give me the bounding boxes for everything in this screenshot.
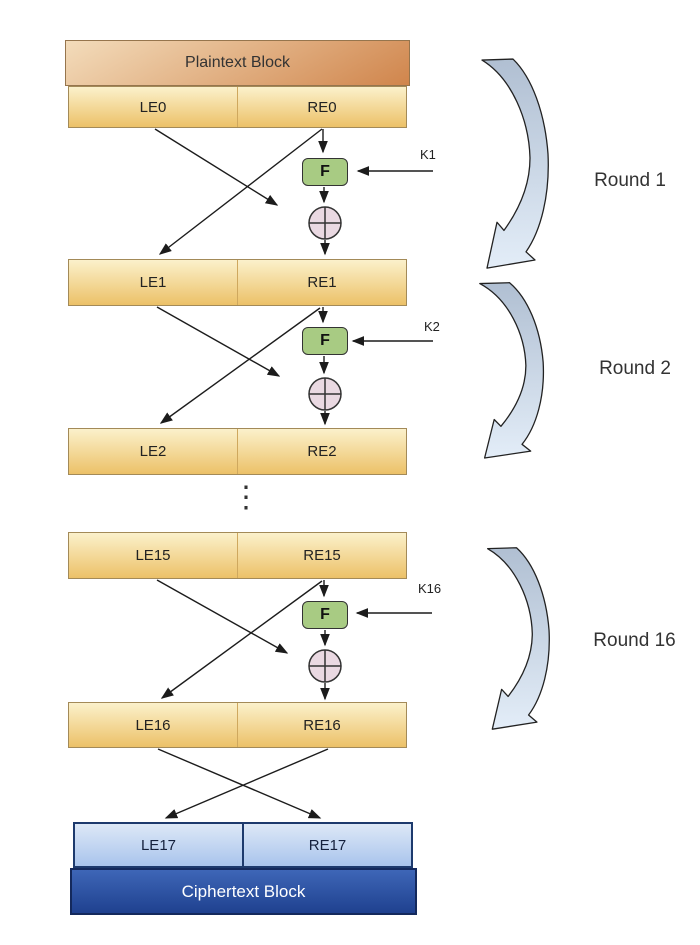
round1-xor-icon: [308, 206, 342, 240]
register-row-16: LE16 RE16: [68, 702, 407, 748]
round2-flow-arrows: [156, 306, 433, 426]
round16-key-label: K16: [418, 581, 442, 596]
plaintext-block: Plaintext Block: [65, 40, 410, 86]
round16-curved-arrow-icon: [487, 547, 550, 730]
round2-label: Round 2: [599, 358, 671, 379]
register-row-15: LE15 RE15: [68, 532, 407, 579]
register-row-1: LE1 RE1: [68, 259, 407, 306]
round16-f-function-box: F: [302, 601, 348, 629]
final-swap-arrows: [157, 748, 329, 819]
cell-le16: LE16: [69, 703, 238, 747]
cell-le15: LE15: [69, 533, 238, 578]
cell-re0: RE0: [307, 98, 337, 116]
round1-flow-arrows: [154, 128, 433, 256]
ciphertext-block: Ciphertext Block: [70, 868, 417, 915]
round16-xor-icon: [308, 649, 342, 683]
cell-le0: LE0: [69, 87, 238, 127]
round2-xor-icon: [308, 377, 342, 411]
round1-key-label: K1: [420, 147, 436, 162]
register-row-17: LE17 RE17: [73, 822, 413, 868]
cell-le2: LE2: [69, 429, 238, 474]
round2-key-label: K2: [424, 319, 440, 334]
round16-flow-arrows: [156, 579, 432, 701]
round1-f-function-box: F: [302, 158, 348, 186]
round1-curved-arrow-icon: [481, 58, 549, 269]
cell-re17: RE17: [308, 836, 347, 854]
round1-label: Round 1: [594, 170, 666, 191]
round2-curved-arrow-icon: [479, 282, 545, 459]
plaintext-block-label: Plaintext Block: [185, 54, 290, 71]
cell-re1: RE1: [307, 274, 337, 291]
cell-re15: RE15: [303, 547, 341, 564]
register-row-0: LE0 RE0: [68, 86, 407, 128]
cell-le17: LE17: [75, 824, 244, 866]
ciphertext-block-label: Ciphertext Block: [181, 881, 306, 901]
round16-label: Round 16: [593, 630, 676, 651]
ellipsis-dots: ⋮: [231, 481, 261, 514]
cell-re16: RE16: [303, 716, 341, 734]
round2-f-function-box: F: [302, 327, 348, 355]
cell-le1: LE1: [69, 260, 238, 305]
register-row-2: LE2 RE2: [68, 428, 407, 475]
cell-re2: RE2: [307, 443, 337, 460]
